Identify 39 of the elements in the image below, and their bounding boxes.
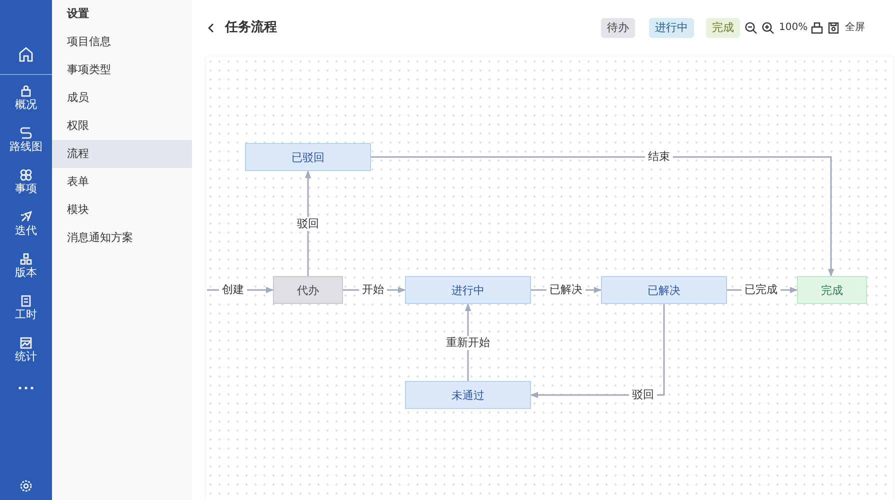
- toolbar-label: 100%: [779, 21, 808, 35]
- nav-label: 事项: [15, 182, 37, 196]
- status-tag: 进行中: [649, 18, 694, 38]
- nav-label: 迭代: [15, 224, 37, 238]
- nav-label: 统计: [15, 350, 37, 364]
- edge-label: 创建: [219, 283, 247, 297]
- sidebar-heading: 设置: [67, 7, 89, 21]
- edge-label: 开始: [359, 283, 387, 297]
- menu-item: 消息通知方案: [67, 231, 133, 245]
- menu-item: 权限: [67, 119, 89, 133]
- state-box: 未通过: [405, 381, 531, 409]
- state-box: 完成: [797, 276, 867, 304]
- menu-item: 模块: [67, 203, 89, 217]
- edge-label: 已完成: [742, 283, 780, 297]
- state-box: 进行中: [405, 276, 531, 304]
- edge-label: 重新开始: [443, 336, 493, 350]
- nav-label: 工时: [15, 308, 37, 322]
- edge-label: 驳回: [294, 217, 322, 231]
- menu-item: 项目信息: [67, 35, 111, 49]
- menu-item: 事项类型: [67, 63, 111, 77]
- arrow: [371, 156, 834, 277]
- arrow: [530, 304, 665, 398]
- status-tag: 待办: [601, 18, 635, 38]
- nav-label: 版本: [15, 266, 37, 280]
- nav-label: 路线图: [10, 140, 42, 154]
- page-title: 任务流程: [225, 21, 277, 35]
- menu-item: 成员: [67, 91, 89, 105]
- status-tag: 完成: [706, 18, 740, 38]
- nav-label: 概况: [15, 98, 37, 112]
- arrow: [304, 170, 312, 276]
- edge-label: 驳回: [629, 388, 657, 402]
- edge-label: 已解决: [546, 283, 586, 297]
- toolbar-label: 全屏: [845, 21, 865, 35]
- state-box: 已解决: [601, 276, 727, 304]
- state-box: 代办: [273, 276, 343, 304]
- menu-item: 流程: [67, 147, 89, 161]
- state-box: 已驳回: [245, 143, 371, 171]
- menu-item: 表单: [67, 175, 89, 189]
- edge-label: 结束: [645, 150, 673, 164]
